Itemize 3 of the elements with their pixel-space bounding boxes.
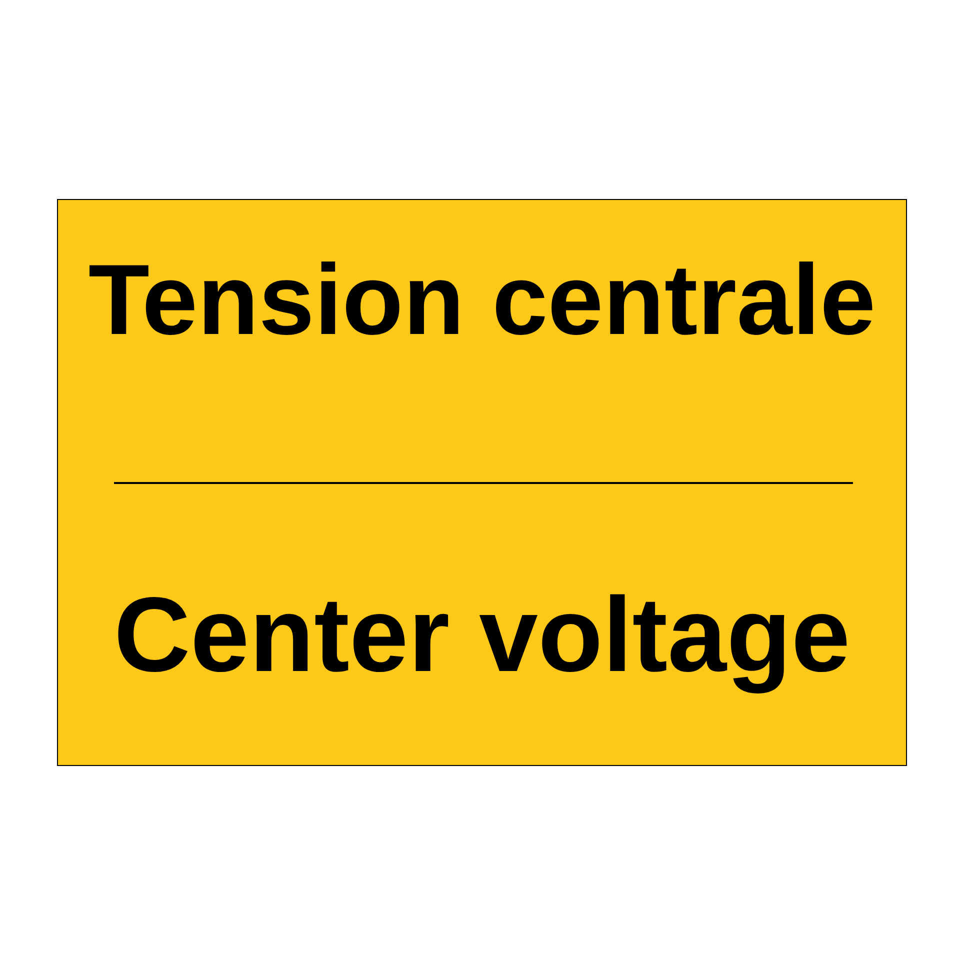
sign-subtitle: Center voltage: [112, 575, 852, 696]
sign-panel: [57, 199, 907, 766]
sign-heading: Tension centrale: [87, 243, 877, 358]
